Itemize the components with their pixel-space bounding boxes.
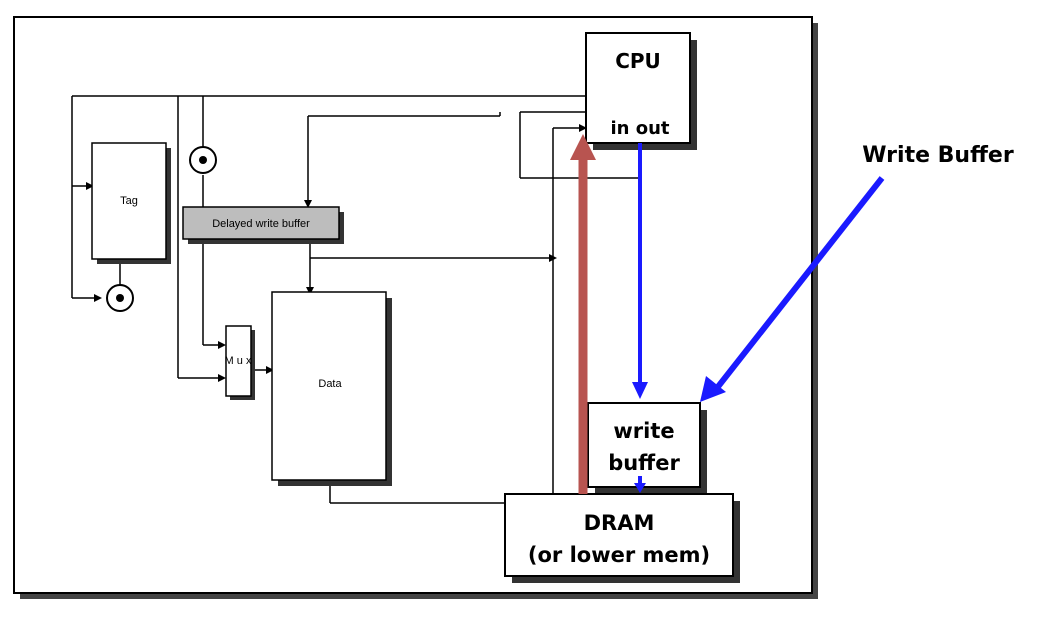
- write-path-arrow: [632, 143, 648, 493]
- mux-label: M u x: [225, 355, 252, 367]
- cpu-block: [585, 32, 691, 144]
- tag-block: [91, 142, 167, 260]
- write-buffer-block: [587, 402, 701, 488]
- data-label: Data: [318, 378, 342, 390]
- cache-wiring: [71, 95, 640, 504]
- delayed-write-buffer-label: Delayed write buffer: [212, 218, 310, 230]
- dram-block: [504, 493, 734, 577]
- dram-label-line2: (or lower mem): [528, 543, 710, 567]
- write-buffer-callout-label: Write Buffer: [862, 143, 1014, 168]
- cpu-ports-label: in out: [610, 118, 669, 139]
- write-buffer-label-line1: write: [613, 419, 674, 443]
- dram-label-line1: DRAM: [584, 511, 655, 535]
- cpu-label: CPU: [615, 49, 661, 73]
- callout-arrow: [700, 176, 885, 402]
- comparator-icon: [189, 146, 217, 174]
- tag-label: Tag: [120, 195, 138, 207]
- write-buffer-label-line2: buffer: [608, 451, 680, 475]
- comparator-icon: [106, 284, 134, 312]
- delayed-write-buffer: [182, 206, 340, 240]
- read-path-arrow: [570, 134, 596, 494]
- data-block: [271, 291, 387, 481]
- mux: [225, 325, 252, 397]
